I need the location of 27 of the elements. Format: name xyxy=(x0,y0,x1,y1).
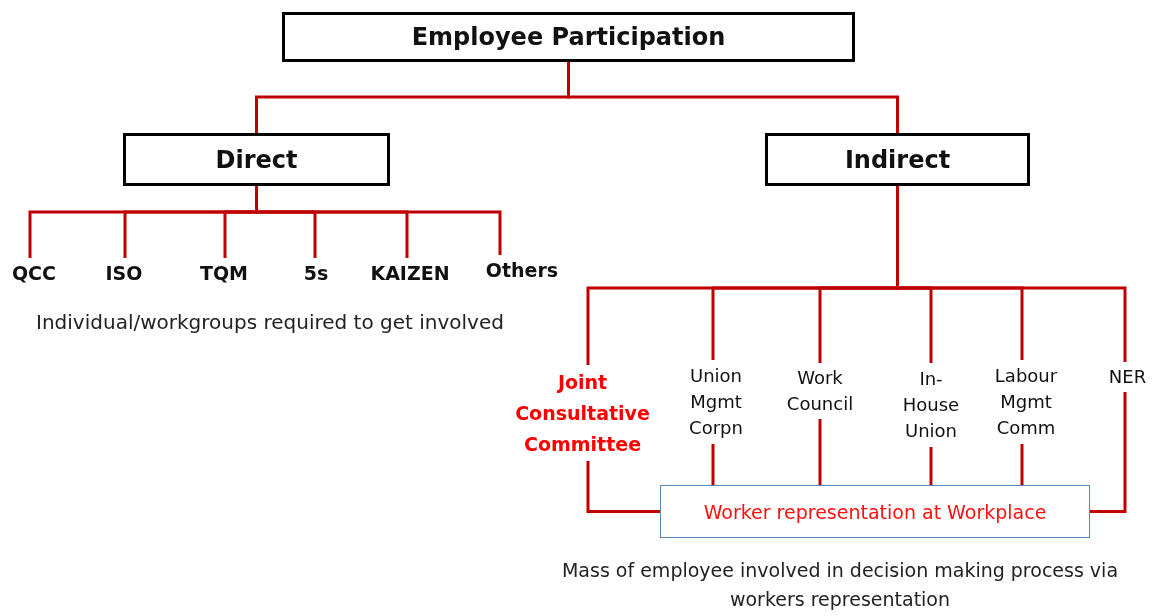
connector-line xyxy=(255,186,502,255)
connector-line xyxy=(1020,444,1024,485)
connector-line xyxy=(929,447,933,485)
method-label: TQM xyxy=(188,258,260,288)
connector-line xyxy=(586,461,660,513)
representation-box: Worker representation at Workplace xyxy=(660,485,1090,538)
body-label: Union Mgmt Corpn xyxy=(674,360,758,444)
note-text: Individual/workgroups required to get involved xyxy=(35,309,505,336)
connector-line xyxy=(711,444,715,485)
body-label: NER xyxy=(1100,362,1155,392)
category-box: Direct xyxy=(123,133,390,186)
body-label: Labour Mgmt Comm xyxy=(980,360,1072,444)
method-label: 5s xyxy=(292,258,340,288)
connector-line xyxy=(567,62,899,133)
body-label: Work Council xyxy=(773,363,867,419)
connector-line xyxy=(896,186,1127,362)
category-box: Indirect xyxy=(765,133,1030,186)
note-text: Mass of employee involved in decision making process via workers representation xyxy=(560,558,1120,612)
method-label: QCC xyxy=(3,258,65,288)
method-label: ISO xyxy=(95,258,153,288)
highlighted-label: Joint Consultative Committee xyxy=(495,365,670,461)
connector-line xyxy=(818,419,822,485)
connector-line xyxy=(1090,392,1127,513)
title-box: Employee Participation xyxy=(282,12,855,62)
method-label: KAIZEN xyxy=(360,258,460,288)
method-label: Others xyxy=(472,255,572,285)
body-label: In-House Union xyxy=(893,363,969,447)
